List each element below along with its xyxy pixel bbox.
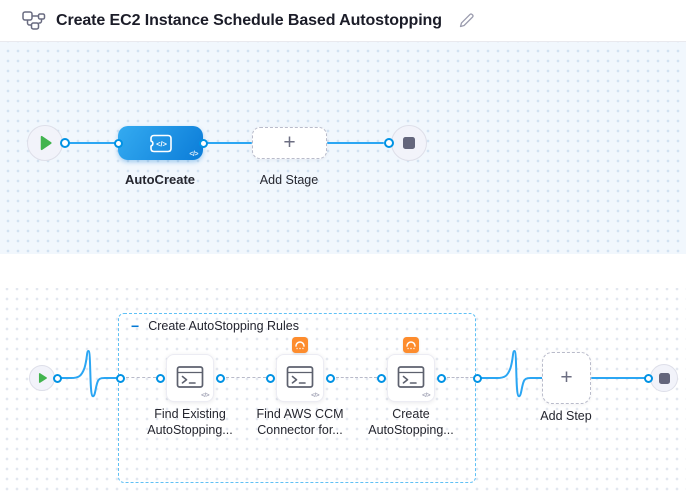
connector-line-dashed (447, 377, 473, 378)
collapse-icon[interactable]: − (131, 318, 140, 334)
connector-ring (215, 373, 225, 383)
steps-start-node (29, 365, 55, 391)
code-icon: </> (422, 392, 430, 399)
terminal-icon (176, 366, 204, 388)
code-icon: </> (189, 151, 198, 158)
add-step-label: Add Step (540, 409, 592, 423)
pipeline-end-node (391, 125, 427, 161)
stop-icon (658, 372, 670, 384)
stage-canvas[interactable]: </> </> + AutoCreate Add Stage (0, 42, 686, 254)
connector-ring (472, 373, 482, 383)
edit-icon[interactable] (458, 12, 475, 29)
step-label: Find Existing AutoStopping... (147, 407, 233, 437)
connector-line (591, 377, 646, 379)
play-icon (38, 373, 47, 383)
add-stage-label: Add Stage (259, 173, 319, 187)
ccm-gauge-icon (403, 337, 419, 353)
stage-name-label: AutoCreate (124, 172, 196, 187)
connector-ring (113, 138, 123, 148)
step-node-find-existing[interactable]: </> (166, 354, 214, 402)
connector-ring (384, 138, 394, 148)
code-icon: </> (311, 392, 319, 399)
ccm-gauge-icon (292, 337, 308, 353)
code-icon: </> (201, 392, 209, 399)
play-icon (40, 135, 52, 151)
custom-stage-icon: </> (150, 134, 172, 152)
step-node-find-aws-ccm-connector[interactable]: </> (276, 354, 324, 402)
step-group-header: − Create AutoStopping Rules (131, 319, 299, 333)
stop-icon (403, 137, 415, 149)
connector-ring (643, 373, 653, 383)
pipeline-start-node (27, 125, 63, 161)
canvas-divider (0, 254, 686, 288)
step-node-create-autostopping[interactable]: </> (387, 354, 435, 402)
plus-icon: + (560, 365, 573, 389)
connector-line (64, 142, 120, 144)
connector-ring (115, 373, 125, 383)
terminal-icon (397, 366, 425, 388)
step-group-title: Create AutoStopping Rules (148, 319, 299, 333)
connector-line (203, 142, 252, 144)
connector-line-dashed (336, 377, 377, 378)
terminal-icon (286, 366, 314, 388)
link-curve (476, 349, 544, 398)
add-stage-button[interactable]: + (252, 127, 327, 159)
svg-text:</>: </> (156, 139, 167, 148)
connector-line (327, 142, 384, 144)
plus-icon: + (283, 130, 296, 154)
link-curve (56, 349, 120, 398)
connector-line-dashed (126, 377, 156, 378)
connector-ring (436, 373, 446, 383)
connector-ring (52, 373, 62, 383)
step-canvas[interactable]: − Create AutoStopping Rules </> (0, 288, 686, 491)
connector-ring (325, 373, 335, 383)
step-label: Create AutoStopping... (368, 407, 454, 437)
connector-ring (60, 138, 70, 148)
connector-ring (198, 138, 208, 148)
pipeline-title: Create EC2 Instance Schedule Based Autos… (56, 11, 442, 29)
step-group-box (118, 313, 476, 483)
steps-end-node (650, 364, 678, 392)
connector-ring (376, 373, 386, 383)
pipeline-header: Create EC2 Instance Schedule Based Autos… (0, 0, 686, 42)
connector-line-dashed (226, 377, 266, 378)
connector-ring (265, 373, 275, 383)
stage-node-autocreate[interactable]: </> </> (118, 126, 203, 160)
add-step-button[interactable]: + (542, 352, 591, 404)
pipeline-icon (22, 11, 46, 30)
step-label: Find AWS CCM Connector for... (256, 407, 344, 437)
connector-ring (155, 373, 165, 383)
